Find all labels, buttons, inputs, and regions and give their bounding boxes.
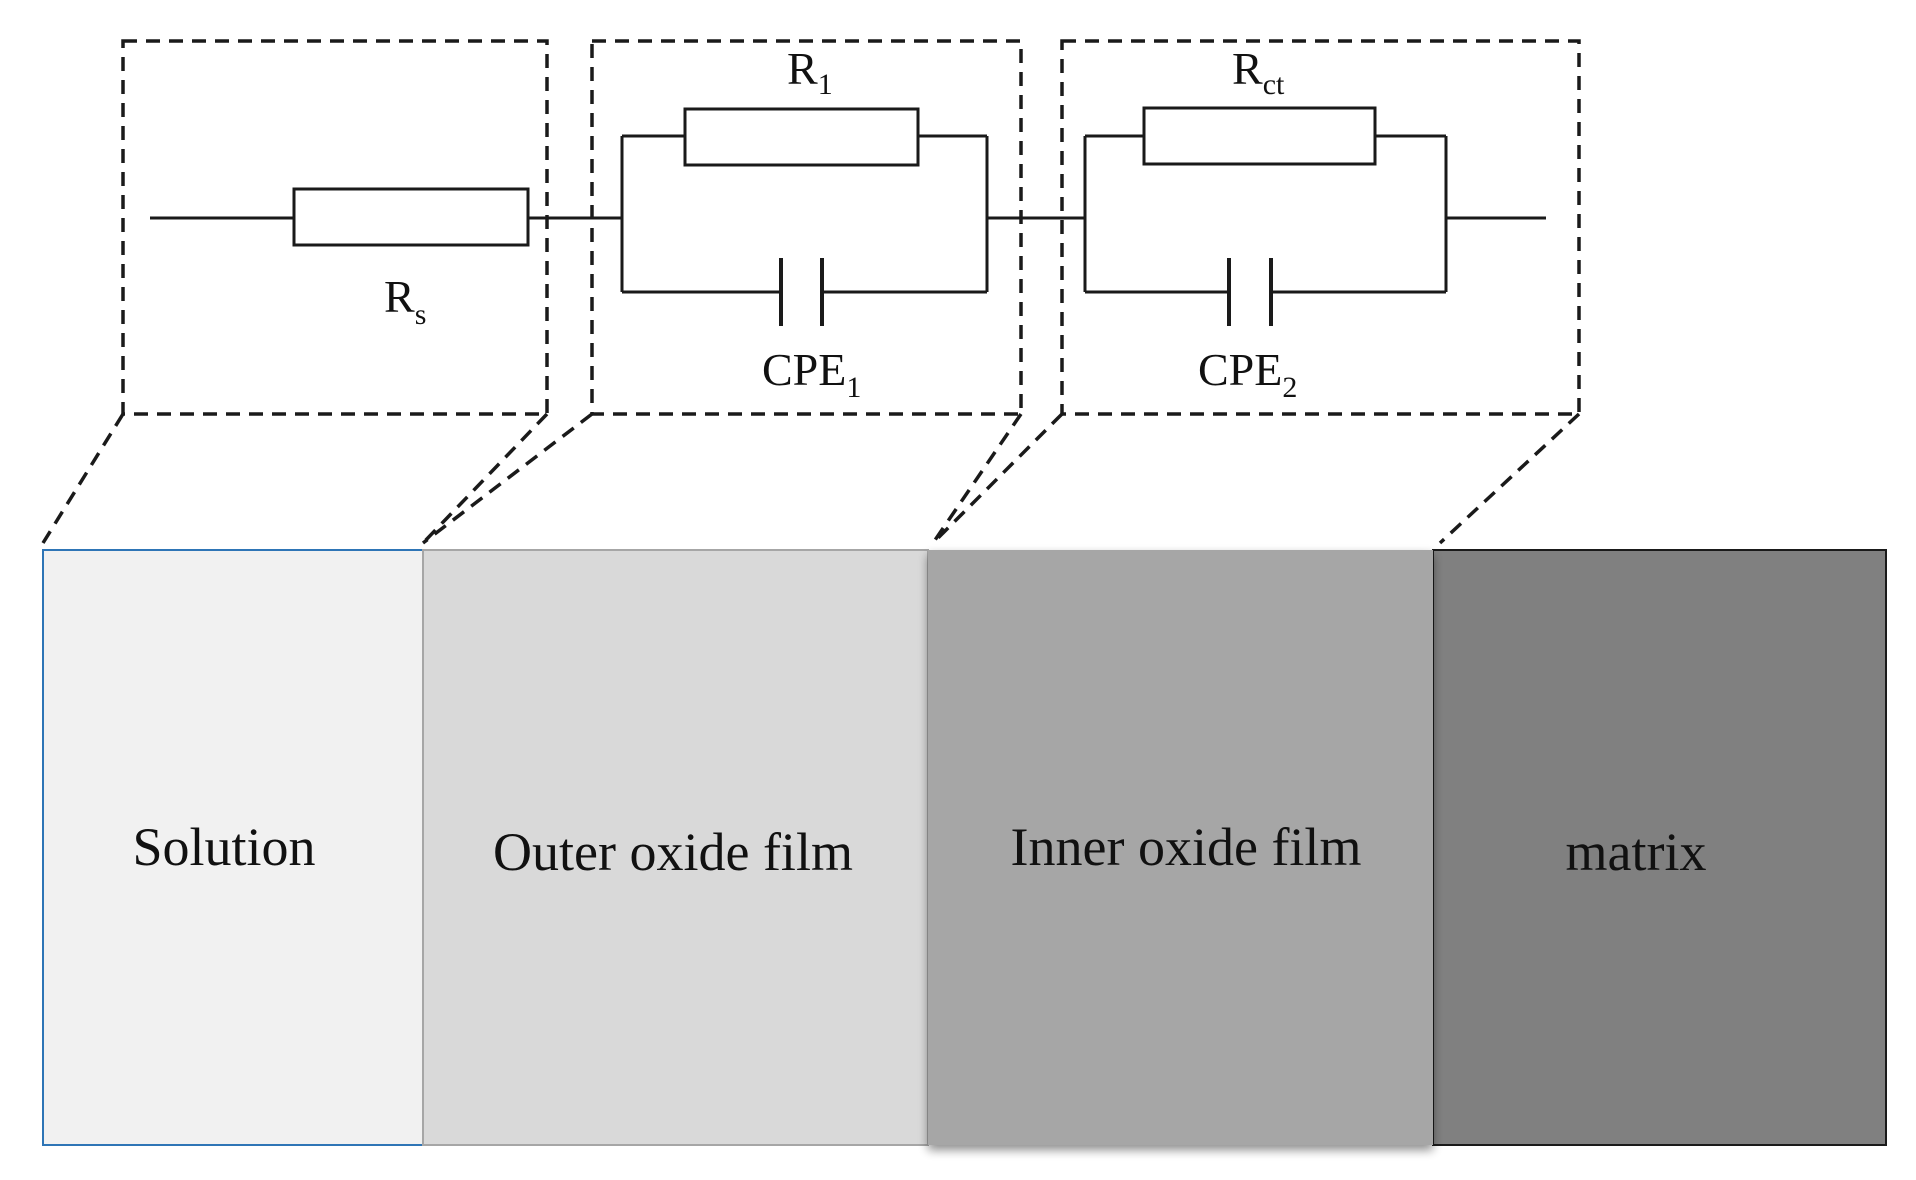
rs-label: Rs xyxy=(384,271,426,331)
outer-oxide-label: Outer oxide film xyxy=(493,822,853,882)
rct-cpe2-group-box xyxy=(1060,39,1581,416)
r1-label-main: R xyxy=(787,43,818,94)
matrix-label: matrix xyxy=(1566,822,1707,882)
solution-layer xyxy=(42,549,424,1146)
rct-label: Rct xyxy=(1232,43,1285,101)
solution-label: Solution xyxy=(132,817,315,877)
cpe1-label: CPE1 xyxy=(762,344,861,404)
circuit-wires xyxy=(150,134,1546,294)
dashed-group-boxes xyxy=(121,39,1581,416)
rs-label-main: R xyxy=(384,271,415,322)
cpe2-label-main: CPE xyxy=(1198,344,1282,395)
projection-line xyxy=(1438,412,1581,545)
rs-label-sub: s xyxy=(415,298,427,331)
projection-line xyxy=(421,412,594,545)
circuit-components xyxy=(292,106,1377,247)
projection-line xyxy=(931,413,1023,544)
layer-blocks: Solution Outer oxide film Inner oxide fi… xyxy=(42,549,1887,1146)
r1-resistor xyxy=(683,107,920,167)
projection-line xyxy=(421,412,549,545)
projection-line xyxy=(41,413,125,544)
inner-oxide-layer xyxy=(928,550,1433,1145)
rs-group-box xyxy=(121,39,549,416)
rct-resistor xyxy=(1142,106,1377,166)
projection-lines xyxy=(41,412,1581,545)
cpe2-label: CPE2 xyxy=(1198,344,1297,404)
rct-label-sub: ct xyxy=(1263,68,1285,101)
r1-label-sub: 1 xyxy=(818,68,833,101)
projection-line xyxy=(931,412,1064,545)
rct-label-main: R xyxy=(1232,43,1263,94)
cpe1-label-sub: 1 xyxy=(846,371,861,404)
capacitor-plates xyxy=(779,258,1273,326)
rs-resistor xyxy=(292,187,530,247)
r1-label: R1 xyxy=(787,43,833,101)
outer-oxide-layer xyxy=(422,549,929,1146)
cpe2-label-sub: 2 xyxy=(1282,371,1297,404)
cpe1-label-main: CPE xyxy=(762,344,846,395)
inner-oxide-label: Inner oxide film xyxy=(1011,817,1362,877)
r1-cpe1-group-box xyxy=(590,39,1023,416)
matrix-layer xyxy=(1432,549,1887,1146)
